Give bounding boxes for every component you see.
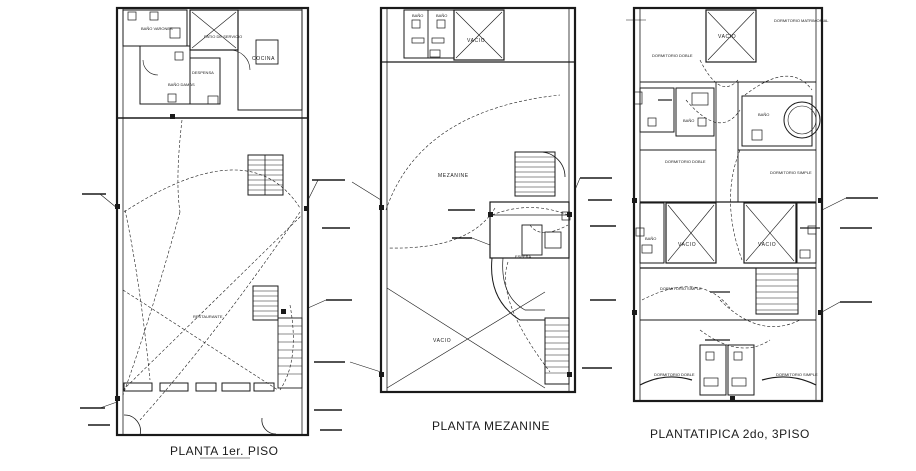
room-label: BAÑO xyxy=(758,112,769,117)
room-label: BAÑO xyxy=(436,13,447,18)
outer-wall xyxy=(115,6,310,437)
room-label: DORMITORIO SIMPLE xyxy=(776,372,818,377)
plan-typical-floor-labels: VACIO DORMITORIO MATRIMONIAL DORMITORIO … xyxy=(645,18,829,441)
room-label: BAÑO DAMAS xyxy=(168,82,195,87)
plan-typical-floor xyxy=(626,6,878,403)
plan-caption: PLANTA MEZANINE xyxy=(432,419,550,433)
room-label: DORMITORIO SIMPLE xyxy=(770,170,812,175)
room-label: VACIO xyxy=(718,34,736,40)
room-label: MEZANINE xyxy=(438,173,469,179)
room-label: VACIO xyxy=(678,242,696,248)
room-label: VACIO xyxy=(758,242,776,248)
plan-caption: PLANTATIPICA 2do, 3PISO xyxy=(650,427,810,441)
room-label: ESPERA xyxy=(515,254,532,259)
plan-caption: PLANTA 1er. PISO xyxy=(170,444,279,458)
plan-mezzanine-labels: BAÑO BAÑO VACIO MEZANINE ESPERA VACIO PL… xyxy=(412,13,550,433)
room-label: DORMITORIO DOBLE xyxy=(654,372,695,377)
room-label: BAÑO xyxy=(645,236,656,241)
room-label: DESPENSA xyxy=(192,70,214,75)
room-label: BAÑO xyxy=(412,13,423,18)
room-label: BAÑO xyxy=(683,118,694,123)
room-label: RESTAURANTE xyxy=(193,314,223,319)
room-label: COCINA xyxy=(252,56,275,62)
plan-mezzanine xyxy=(349,6,616,394)
room-label: PATIO DE SERVICIO xyxy=(204,34,242,39)
room-label: DORMITORIO DOBLE xyxy=(652,53,693,58)
outer-wall xyxy=(632,6,824,403)
room-label: VACIO xyxy=(467,38,485,44)
room-label: DORMITORIO SIMPLE xyxy=(660,286,702,291)
plan-first-floor-labels: BAÑO VARONES PATIO DE SERVICIO COCINA DE… xyxy=(141,26,279,458)
room-label: BAÑO VARONES xyxy=(141,26,173,31)
room-label: DORMITORIO DOBLE xyxy=(665,159,706,164)
room-label: VACIO xyxy=(433,338,451,344)
room-label: DORMITORIO MATRIMONIAL xyxy=(774,18,829,23)
plan-first-floor xyxy=(80,6,352,459)
